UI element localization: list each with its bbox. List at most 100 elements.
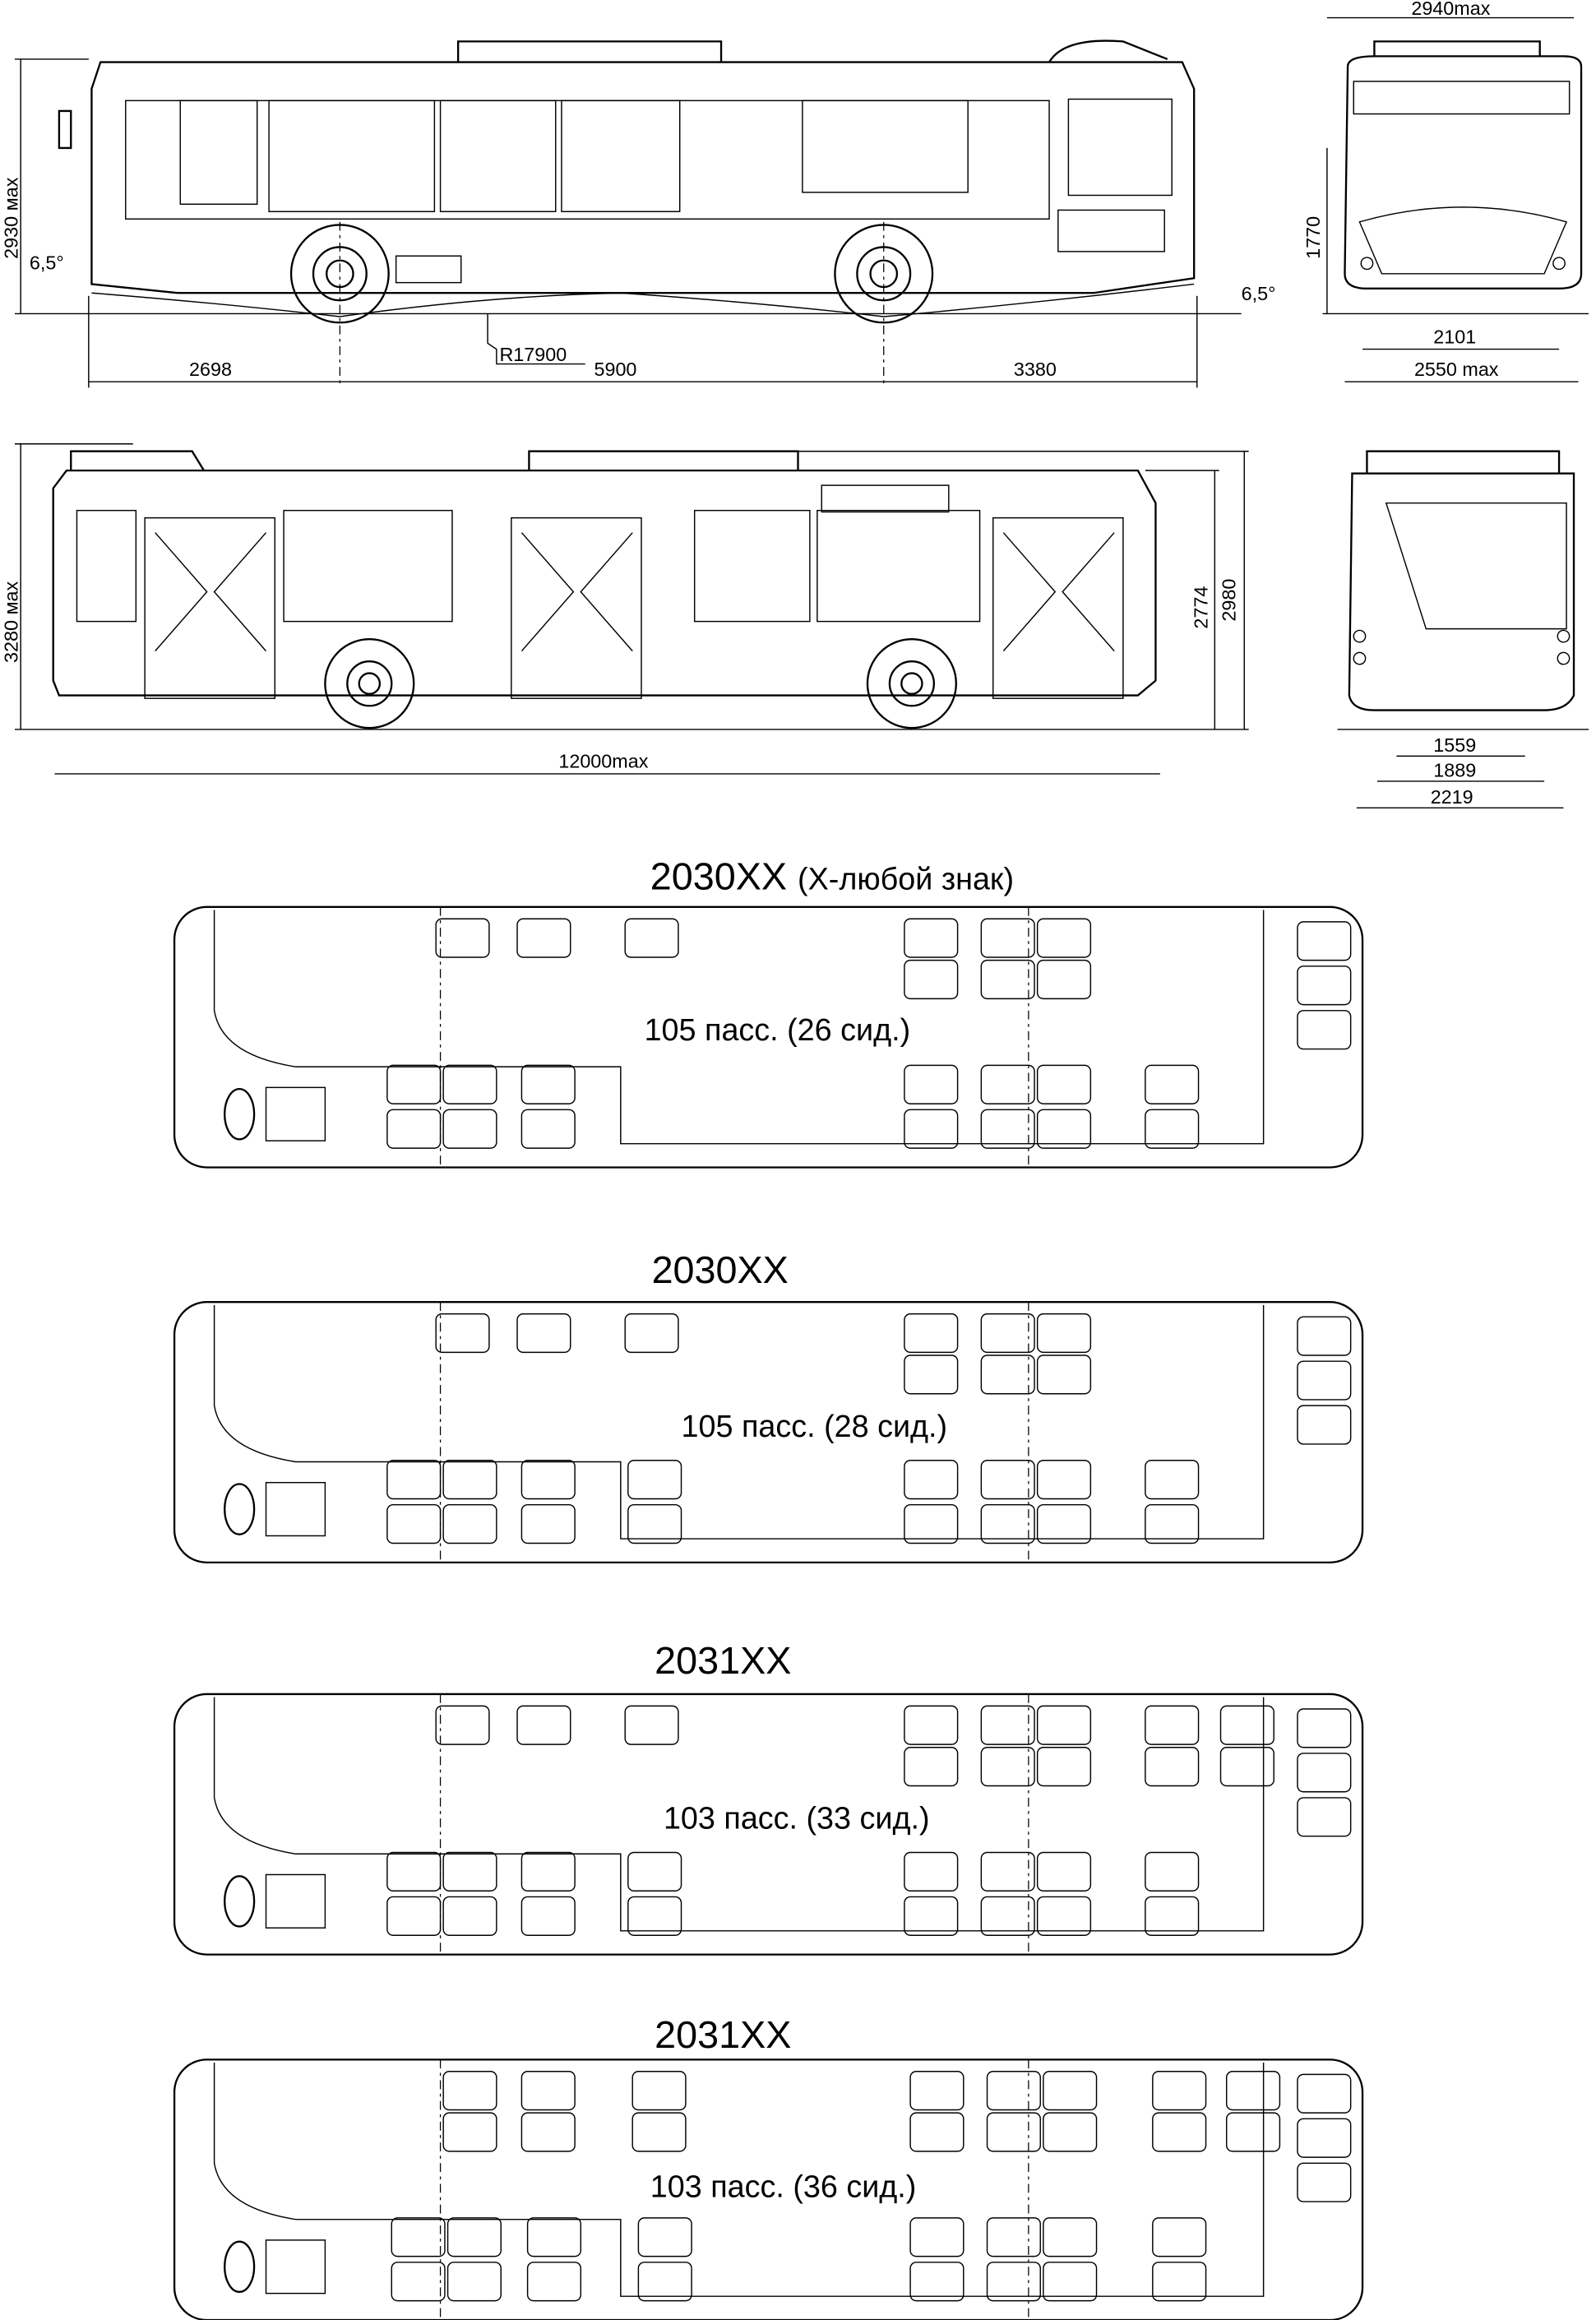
seat	[1036, 918, 1092, 958]
seat	[520, 2071, 576, 2111]
seat	[1043, 2071, 1098, 2111]
seat	[442, 1896, 497, 1936]
seat	[1297, 1708, 1352, 1748]
seat	[1225, 2071, 1281, 2111]
seat	[1036, 1896, 1092, 1936]
overall-height-2-label: 3280 мах	[1, 581, 22, 663]
driver-seat	[265, 1873, 326, 1929]
seat	[442, 1503, 497, 1544]
seat	[980, 1896, 1035, 1936]
seat	[1036, 1064, 1092, 1104]
seat	[1036, 1354, 1092, 1395]
seat	[1036, 959, 1092, 1000]
seat	[1297, 1797, 1352, 1837]
seat	[435, 918, 490, 958]
overall-height-label: 2930 мах	[1, 177, 22, 259]
front-width-top: 2940max	[1411, 0, 1490, 19]
front-width-dim: 2550 max	[1414, 359, 1499, 380]
seating-layouts: 2030XX (Х-любой знак) 105 пасс. (26 сид.…	[173, 854, 1364, 2320]
seat	[1145, 1503, 1200, 1544]
seat	[1036, 1747, 1092, 1787]
interior-outline	[213, 1697, 1265, 1932]
seat	[980, 918, 1035, 958]
seat	[904, 1851, 959, 1892]
seat	[386, 1459, 442, 1500]
seat	[980, 1354, 1035, 1395]
seat	[1219, 1705, 1274, 1745]
seat	[980, 1503, 1035, 1544]
seat	[909, 2262, 965, 2302]
seat	[1219, 1747, 1274, 1787]
seat	[1145, 1705, 1200, 1745]
interior-outline	[213, 910, 1265, 1145]
seat	[1152, 2112, 1207, 2152]
seat	[624, 1705, 679, 1745]
seat	[631, 2112, 687, 2152]
seat	[904, 1747, 959, 1787]
seat	[1297, 1753, 1352, 1793]
seat	[904, 1313, 959, 1354]
seat	[386, 1064, 442, 1104]
front-track-dim: 2101	[1433, 326, 1476, 347]
seat	[909, 2217, 965, 2257]
seat	[435, 1705, 490, 1745]
seat	[1036, 1459, 1092, 1500]
seat	[391, 2262, 446, 2302]
seat	[442, 2112, 497, 2152]
seat	[520, 1459, 576, 1500]
steering-wheel-icon	[224, 1875, 256, 1928]
seat	[1145, 1851, 1200, 1892]
front-view: 2940max 1770 2101 2550 max	[1302, 0, 1589, 382]
interior-outline	[213, 2062, 1265, 2297]
steering-wheel-icon	[224, 1087, 256, 1141]
seat	[442, 1459, 497, 1500]
rear-dim-2219: 2219	[1431, 786, 1473, 808]
seat	[1036, 1503, 1092, 1544]
driver-seat	[265, 1481, 326, 1537]
seat	[904, 959, 959, 1000]
seat	[627, 1896, 682, 1936]
seat	[520, 1851, 576, 1892]
seat	[1297, 2118, 1352, 2158]
seat	[1297, 921, 1352, 961]
seat	[904, 1459, 959, 1500]
seat	[1036, 1705, 1092, 1745]
seat	[520, 1503, 576, 1544]
layout-3-capacity: 103 пасс. (33 сид.)	[664, 1802, 930, 1836]
seat	[986, 2112, 1041, 2152]
seat	[516, 1313, 571, 1354]
seat	[386, 1109, 442, 1149]
steering-wheel-icon	[224, 2240, 256, 2293]
seat	[624, 918, 679, 958]
layout-2-title: 2030XX	[652, 1248, 789, 1291]
front-overhang-dim: 2698	[189, 359, 232, 380]
seat	[637, 2217, 692, 2257]
seat	[526, 2262, 582, 2302]
bus-floor-outline	[173, 2058, 1364, 2320]
seat	[520, 2112, 576, 2152]
side-view-left: 2930 мах 6,5° 6,5° R17900 2698 5900 3380	[1, 39, 1275, 388]
seat	[1145, 1459, 1200, 1500]
seat	[1152, 2262, 1207, 2302]
seat	[904, 1896, 959, 1936]
seat	[624, 1313, 679, 1354]
seat	[520, 1064, 576, 1104]
seat	[520, 1896, 576, 1936]
rear-overhang-dim: 3380	[1014, 359, 1057, 380]
seat	[1145, 1109, 1200, 1149]
seat	[526, 2217, 582, 2257]
seat	[1043, 2262, 1098, 2302]
seat	[904, 1503, 959, 1544]
seat	[1152, 2217, 1207, 2257]
seat	[909, 2071, 965, 2111]
seat	[1152, 2071, 1207, 2111]
seat	[1036, 1313, 1092, 1354]
seat	[442, 2071, 497, 2111]
seat	[980, 1459, 1035, 1500]
seat	[980, 1064, 1035, 1104]
seat	[631, 2071, 687, 2111]
seat	[1297, 1360, 1352, 1401]
seat	[1297, 2162, 1352, 2202]
seat	[1297, 966, 1352, 1006]
